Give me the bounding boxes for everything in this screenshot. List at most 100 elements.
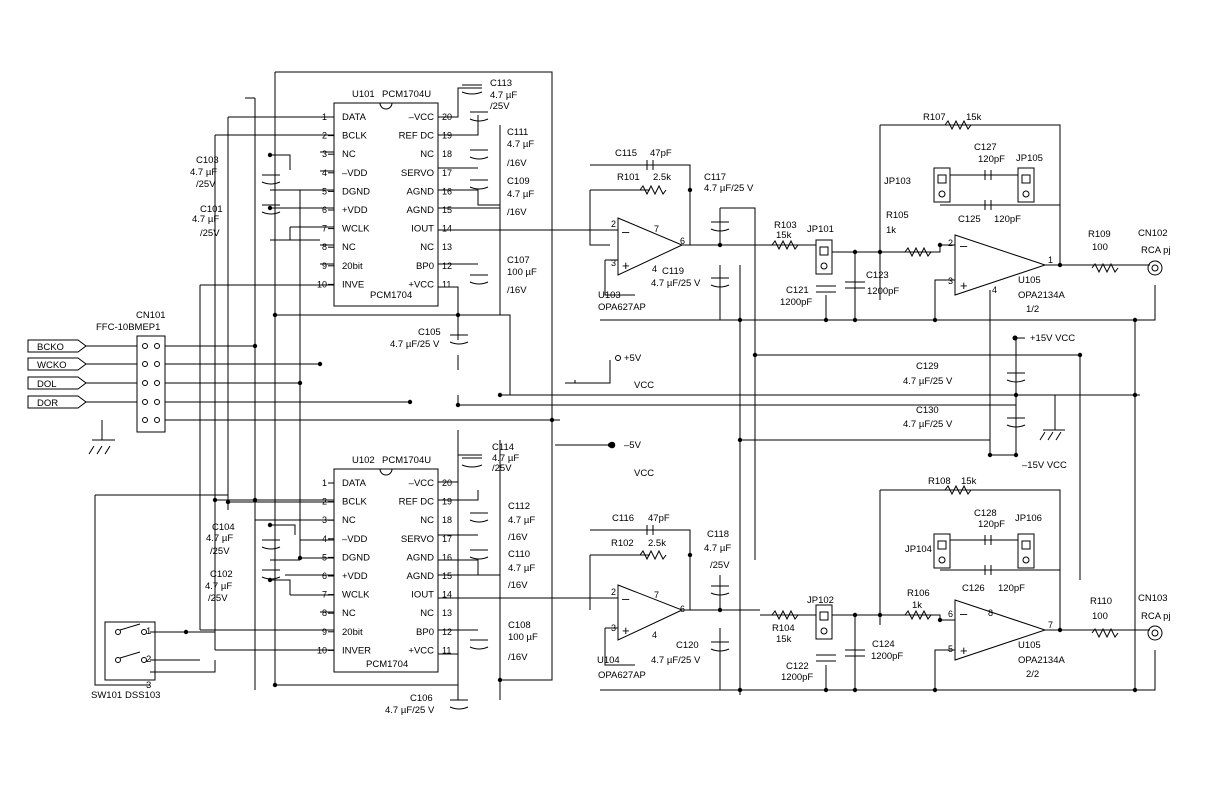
opamp-pin-number: 6 xyxy=(948,609,953,619)
opamp-pin-number: 3 xyxy=(611,623,616,633)
sw101-pin-1: 1 xyxy=(146,626,151,637)
dac-pin-number: 9 xyxy=(322,627,327,637)
jumper-label: JP101 xyxy=(807,224,834,235)
capacitor-label: 47pF xyxy=(648,513,670,524)
opamp-label: 1/2 xyxy=(1026,304,1039,315)
u102-part: PCM1704U xyxy=(382,455,431,466)
capacitor-label: /16V xyxy=(508,652,528,663)
u102-ref: U102 xyxy=(352,455,375,466)
capacitor-label: /25V xyxy=(208,593,228,604)
capacitor-label: 4.7 µF/25 V xyxy=(390,339,440,350)
opamp-label: U104 xyxy=(597,655,620,666)
rail-p15: +15V VCC xyxy=(1030,333,1075,344)
jumper-label: JP103 xyxy=(884,176,911,187)
dac-pin-number: 18 xyxy=(442,149,452,159)
opamp-pin-number: 2 xyxy=(948,238,953,248)
resistor-label: 2.5k xyxy=(653,172,671,183)
capacitor-symbols xyxy=(261,84,1026,710)
dac-pin-name: +VDD xyxy=(342,205,368,216)
opamp-label: U105 xyxy=(1018,275,1041,286)
svg-text:+: + xyxy=(622,258,630,273)
dac-pin-name: IOUT xyxy=(411,224,434,235)
dac-pin-number: 14 xyxy=(442,224,452,234)
dac-pin-name: WCLK xyxy=(342,224,370,235)
capacitor-label: C107 xyxy=(507,255,530,266)
resistor-label: R104 xyxy=(772,623,795,634)
capacitor-label: 4.7 µF/25 V xyxy=(385,705,435,716)
capacitor-label: 4.7 µF/25 V xyxy=(903,376,953,387)
opamp-label: OPA627AP xyxy=(598,302,646,313)
dac-pin-number: 4 xyxy=(322,168,327,178)
capacitor-label: C101 xyxy=(200,204,223,215)
opamp-pin-number: 7 xyxy=(654,590,659,600)
dac-pin-number: 1 xyxy=(322,478,327,488)
dac-pin-name: AGND xyxy=(407,552,435,563)
rca-outputs xyxy=(1147,260,1163,641)
dac-pin-number: 12 xyxy=(442,261,452,271)
dac-pin-name: IOUT xyxy=(411,590,434,601)
dac-pin-name: –VDD xyxy=(342,168,367,179)
cn101-ref: CN101 xyxy=(136,310,166,321)
dac-pin-name: SERVO xyxy=(401,534,434,545)
dac-pin-name: NC xyxy=(342,608,356,619)
svg-text:–: – xyxy=(622,591,630,606)
connector-cn101: CN101 FFC-10BMEP1 BCKO WCKO DOL DOR xyxy=(27,310,166,455)
capacitor-label: 4.7 µF xyxy=(192,214,219,225)
sw101-part: DSS103 xyxy=(125,690,160,701)
dac-pin-name: NC xyxy=(342,515,356,526)
rail-vcc-bottom: VCC xyxy=(634,468,654,479)
resistor-label: R101 xyxy=(617,172,640,183)
dac-pin-number: 8 xyxy=(322,608,327,618)
resistor-label: R105 xyxy=(886,210,909,221)
resistor-label: 15k xyxy=(961,476,977,487)
dac-pin-number: 7 xyxy=(322,224,327,234)
opamp-pin-number: 3 xyxy=(611,258,616,268)
dac-pin-number: 20 xyxy=(442,112,452,122)
capacitor-label: C105 xyxy=(418,327,441,338)
resistor-label: 2.5k xyxy=(648,538,666,549)
dac-pin-name: NC xyxy=(420,515,434,526)
opamp-pin-number: 4 xyxy=(652,630,657,640)
opamp-label: U103 xyxy=(598,290,621,301)
opamp-label: OPA2134A xyxy=(1018,290,1065,301)
signal-wcko: WCKO xyxy=(37,360,67,371)
capacitor-label: 100 µF xyxy=(508,632,538,643)
capacitor-label: 4.7 µF xyxy=(704,543,731,554)
dac-pin-name: NC xyxy=(420,608,434,619)
dac-pin-number: 10 xyxy=(317,645,327,655)
capacitor-label: /25V xyxy=(200,228,220,239)
rca-type: RCA pj xyxy=(1141,611,1171,622)
capacitor-label: C122 xyxy=(786,661,809,672)
capacitor-label: 4.7 µF xyxy=(490,90,517,101)
capacitor-label: 4.7 µF xyxy=(508,515,535,526)
opamp-pin-number: 7 xyxy=(1048,620,1053,630)
svg-text:–: – xyxy=(622,224,630,239)
u102-body-label: PCM1704 xyxy=(366,659,408,670)
dac-pin-name: WCLK xyxy=(342,590,370,601)
capacitor-label: /16V xyxy=(507,158,527,169)
signal-dol: DOL xyxy=(37,379,57,390)
resistor-label: R103 xyxy=(774,220,797,231)
resistor-label: 100 xyxy=(1092,611,1108,622)
dac-pin-name: BP0 xyxy=(416,627,434,638)
dac-pin-number: 11 xyxy=(442,645,451,655)
dac-pin-name: INVE xyxy=(342,279,364,290)
opamp-pin-number: 2 xyxy=(611,587,616,597)
rca-ref: CN102 xyxy=(1138,228,1168,239)
capacitor-label: 120pF xyxy=(978,519,1005,530)
resistors xyxy=(639,119,1119,639)
resistor-label: R110 xyxy=(1090,596,1112,607)
capacitor-label: 4.7 µF/25 V xyxy=(651,278,701,289)
dac-pin-number: 5 xyxy=(322,552,327,562)
dac-pin-name: INVER xyxy=(342,645,371,656)
resistor-label: 100 xyxy=(1092,242,1108,253)
resistor-label: 1k xyxy=(912,600,922,611)
resistor-label: R108 xyxy=(928,476,951,487)
capacitor-label: 47pF xyxy=(650,148,672,159)
capacitor-label: 120pF xyxy=(978,154,1005,165)
jumper-label: JP105 xyxy=(1016,153,1043,164)
opamp-label: 2/2 xyxy=(1026,669,1039,680)
